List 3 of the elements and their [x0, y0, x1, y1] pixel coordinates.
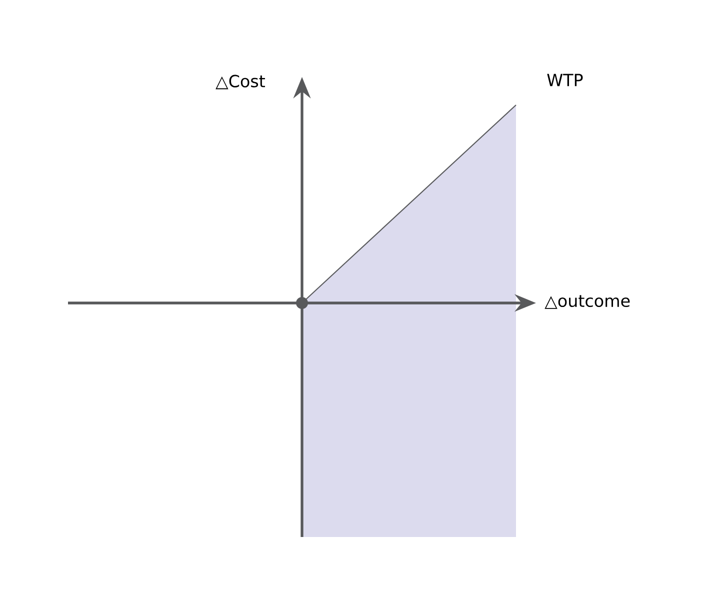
axis-label: △outcome — [544, 295, 630, 309]
axis-label: WTP — [547, 74, 583, 86]
axis-label: △Cost — [216, 74, 265, 90]
